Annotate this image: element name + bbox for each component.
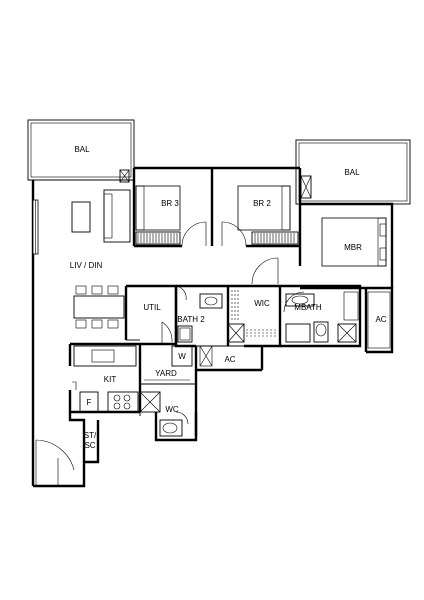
label-mbath: MBATH (294, 303, 322, 312)
label-br3: BR 3 (161, 199, 179, 208)
service-block (124, 284, 362, 348)
label-mbr: MBR (344, 243, 362, 252)
label-bath2: BATH 2 (177, 315, 205, 324)
master-bedroom (251, 217, 387, 290)
label-ac-mid: AC (224, 355, 235, 364)
living-dining (32, 189, 131, 329)
label-kit: KIT (104, 375, 117, 384)
room-labels: BAL BAL BR 3 BR 2 MBR LIV / DIN UTIL BAT… (70, 145, 387, 450)
label-ac-right: AC (375, 315, 386, 324)
bedroom-3 (119, 168, 214, 248)
label-yard: YARD (155, 369, 177, 378)
label-st-sc-2: SC (84, 441, 95, 450)
label-wic: WIC (254, 299, 270, 308)
label-liv-din: LIV / DIN (70, 261, 103, 270)
exterior-walls (28, 166, 394, 488)
kitchen-block (35, 342, 264, 486)
label-f: F (87, 398, 92, 407)
label-bal-left: BAL (74, 145, 90, 154)
label-wc: WC (165, 405, 179, 414)
label-util: UTIL (143, 303, 161, 312)
label-w: W (178, 352, 186, 361)
bedroom-2 (221, 175, 312, 250)
ac-right (364, 288, 391, 352)
label-br2: BR 2 (253, 199, 271, 208)
label-st-sc-1: ST/ (84, 431, 97, 440)
label-bal-right: BAL (344, 168, 360, 177)
